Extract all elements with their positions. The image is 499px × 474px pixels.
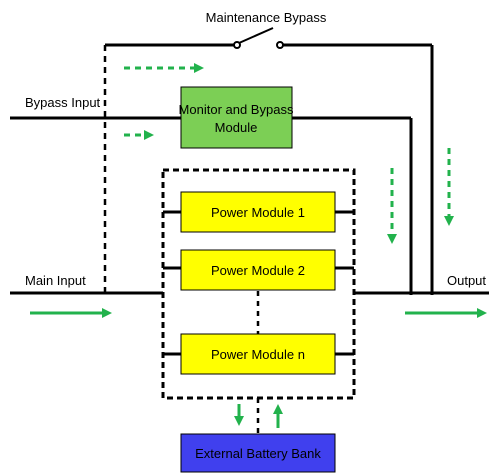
power-module-n [180,333,336,375]
power-module-1 [180,191,336,233]
external-battery-bank-label: External Battery Bank [195,446,321,461]
power-module-2 [180,249,336,291]
output-label: Output [447,273,486,288]
monitor-bypass-label-line1: Monitor and Bypass [179,102,294,117]
power-module-1-label: Power Module 1 [211,205,305,220]
power-module-n-label: Power Module n [211,347,305,362]
maintenance-bypass-line [105,43,434,295]
power-module-connectors [163,210,354,356]
maintenance-bypass-label: Maintenance Bypass [206,10,327,25]
external-battery-bank [180,433,336,473]
maintenance-bypass-switch [233,27,284,49]
bypass-input-label: Bypass Input [25,95,101,110]
monitor-bypass-label-line2: Module [215,120,258,135]
main-input-label: Main Input [25,273,86,288]
bypass-input-line [10,116,413,295]
power-module-2-label: Power Module 2 [211,263,305,278]
flow-arrows [30,63,487,428]
monitor-bypass-module [180,86,293,149]
